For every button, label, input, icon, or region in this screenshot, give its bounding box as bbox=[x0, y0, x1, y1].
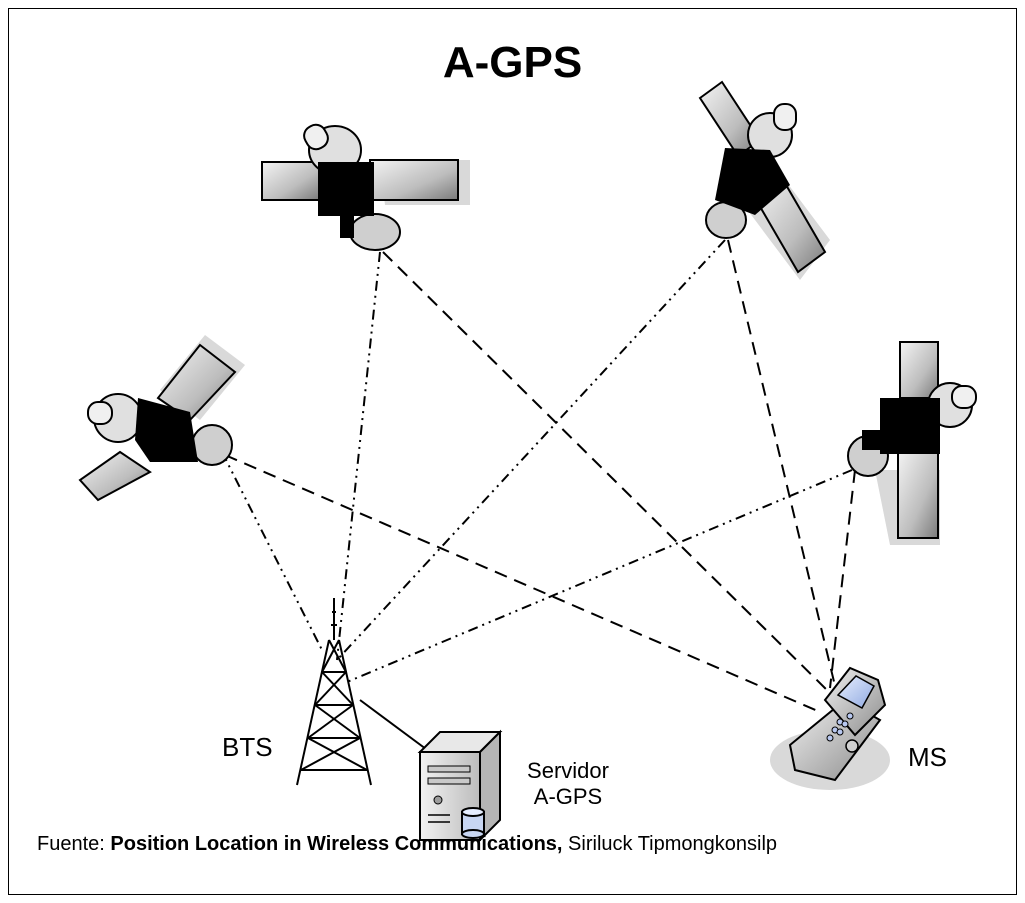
source-author: Siriluck Tipmongkonsilp bbox=[562, 833, 778, 855]
source-prefix: Fuente: bbox=[37, 833, 111, 855]
bts-line-sat3 bbox=[221, 451, 323, 651]
satellite-1-icon bbox=[261, 123, 470, 251]
agps-server-icon bbox=[417, 729, 503, 843]
ms-label: MS bbox=[908, 742, 947, 772]
ms-line-sat4 bbox=[829, 469, 856, 689]
bts-line-sat1 bbox=[336, 251, 381, 661]
satellite-4-icon bbox=[847, 341, 977, 545]
source-caption: Fuente: Position Location in Wireless Co… bbox=[37, 833, 777, 856]
server-label-line1: Servidor bbox=[527, 758, 609, 783]
diagram-frame bbox=[8, 8, 1017, 895]
server-label-line2: A-GPS bbox=[533, 784, 603, 809]
bts-label: BTS bbox=[222, 732, 273, 762]
bts-tower-icon bbox=[296, 598, 372, 786]
source-work: Position Location in Wireless Communicat… bbox=[110, 833, 563, 855]
satellite-3-icon bbox=[78, 335, 245, 502]
satellite-2-icon bbox=[698, 80, 830, 280]
bts-line-sat2 bbox=[336, 239, 726, 661]
ms-line-sat2 bbox=[727, 239, 837, 691]
bts-signal-lines bbox=[221, 239, 853, 683]
bts-line-sat4 bbox=[346, 469, 853, 683]
ms-line-sat1 bbox=[382, 251, 833, 696]
bts-server-link bbox=[359, 699, 431, 753]
server-label: Servidor A-GPS bbox=[518, 758, 618, 810]
ms-line-sat3 bbox=[224, 454, 821, 713]
ms-signal-lines bbox=[224, 239, 856, 713]
diagram-title: A-GPS bbox=[442, 38, 583, 87]
mobile-station-icon bbox=[770, 666, 890, 790]
